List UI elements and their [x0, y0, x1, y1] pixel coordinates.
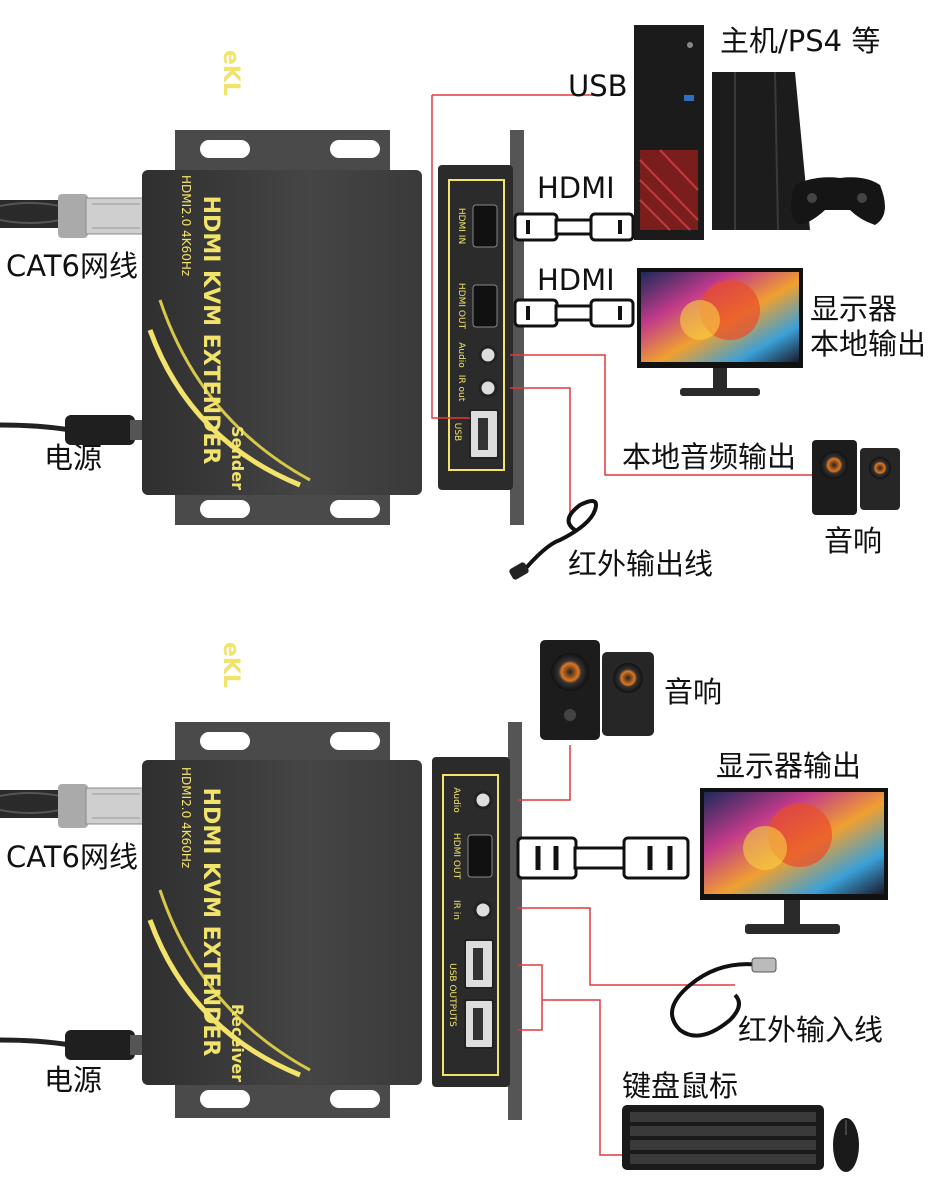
receiver-speaker-label: 音响: [664, 675, 723, 709]
receiver-device-title: HDMI KVM EXTENDER: [198, 787, 223, 1057]
speaker-icon: [812, 440, 900, 515]
ir-input-cable-label: 红外输入线: [738, 1013, 884, 1047]
keyboard-mouse-label: 键盘鼠标: [622, 1069, 739, 1103]
ir-input-cable-icon: [670, 957, 777, 1038]
receiver-port-audio-label: Audio: [451, 787, 461, 813]
monitor-icon: [637, 268, 803, 396]
receiver-audio-port-icon: [473, 790, 493, 810]
sender-port-hdmi-in-label: HDMI IN: [456, 207, 466, 245]
sender-device-title: HDMI KVM EXTENDER: [198, 195, 223, 465]
receiver-side-bracket: [508, 722, 522, 1120]
receiver-device-brand: eKL: [218, 642, 243, 688]
cat6-cable-icon: [0, 194, 145, 238]
receiver-power-label: 电源: [44, 1063, 103, 1097]
hdmi-cable-in-icon: [513, 212, 635, 242]
audio-port-icon: [478, 345, 498, 365]
sender-device-label: eKL HDMI KVM EXTENDER HDMI2.0 4K60Hz Sen…: [179, 50, 247, 495]
hdmi-cable-out-icon: [513, 298, 635, 328]
receiver-device-role: Receiver: [228, 1003, 247, 1082]
receiver-ir-in-port-icon: [473, 900, 493, 920]
sender-section: [0, 25, 900, 580]
power-label: 电源: [44, 441, 103, 475]
sender-port-hdmi-out-label: HDMI OUT: [456, 282, 466, 330]
receiver-hdmi-cable-icon: [516, 836, 690, 880]
receiver-port-ir-in-label: IR in: [451, 900, 461, 920]
hdmi-out-port-icon: [472, 284, 498, 328]
display-label: 显示器: [810, 292, 898, 326]
gamepad-icon: [791, 177, 885, 225]
cat6-label: CAT6网线: [6, 249, 139, 283]
keyboard-icon: [622, 1105, 824, 1170]
ps4-console-icon: [712, 71, 810, 231]
display-local-label: 本地输出: [810, 327, 927, 361]
receiver-hdmi-out-port-icon: [467, 834, 493, 878]
pc-tower-icon: [634, 25, 704, 240]
sender-port-usb-label: USB: [452, 422, 462, 442]
hdmi-in-label: HDMI: [537, 171, 615, 205]
receiver-display-label: 显示器输出: [716, 749, 862, 783]
sender-device-role: Sender: [228, 426, 247, 490]
receiver-port-hdmi-out-label: HDMI OUT: [451, 832, 461, 880]
receiver-port-usb-outputs-label: USB OUTPUTS: [447, 963, 457, 1027]
ir-output-cable-icon: [509, 499, 598, 580]
usb-label: USB: [568, 69, 628, 103]
ir-output-cable-label: 红外输出线: [568, 547, 714, 581]
speaker-label: 音响: [824, 524, 883, 558]
receiver-cat6-label: CAT6网线: [6, 840, 139, 874]
receiver-device-spec: HDMI2.0 4K60Hz: [179, 767, 193, 869]
receiver-monitor-icon: [700, 788, 888, 934]
ir-out-port-icon: [478, 378, 498, 398]
sender-device-body: [142, 170, 422, 495]
hdmi-out-label: HDMI: [537, 263, 615, 297]
local-audio-label: 本地音频输出: [622, 440, 797, 474]
host-label: 主机/PS4 等: [720, 24, 881, 58]
sender-device-spec: HDMI2.0 4K60Hz: [179, 175, 193, 277]
sender-port-ir-out-label: IR out: [456, 374, 466, 402]
power-cable-icon: [0, 415, 142, 445]
receiver-power-cable-icon: [0, 1030, 142, 1060]
receiver-section: [0, 640, 888, 1172]
mouse-icon: [833, 1118, 859, 1172]
receiver-cat6-cable-icon: [0, 784, 145, 828]
receiver-device-body: [142, 760, 422, 1085]
sender-device-brand: eKL: [218, 50, 243, 96]
receiver-speaker-icon: [540, 640, 654, 740]
hdmi-in-port-icon: [472, 204, 498, 248]
sender-port-audio-label: Audio: [456, 342, 466, 368]
receiver-device-label: eKL HDMI KVM EXTENDER HDMI2.0 4K60Hz Rec…: [179, 642, 247, 1087]
